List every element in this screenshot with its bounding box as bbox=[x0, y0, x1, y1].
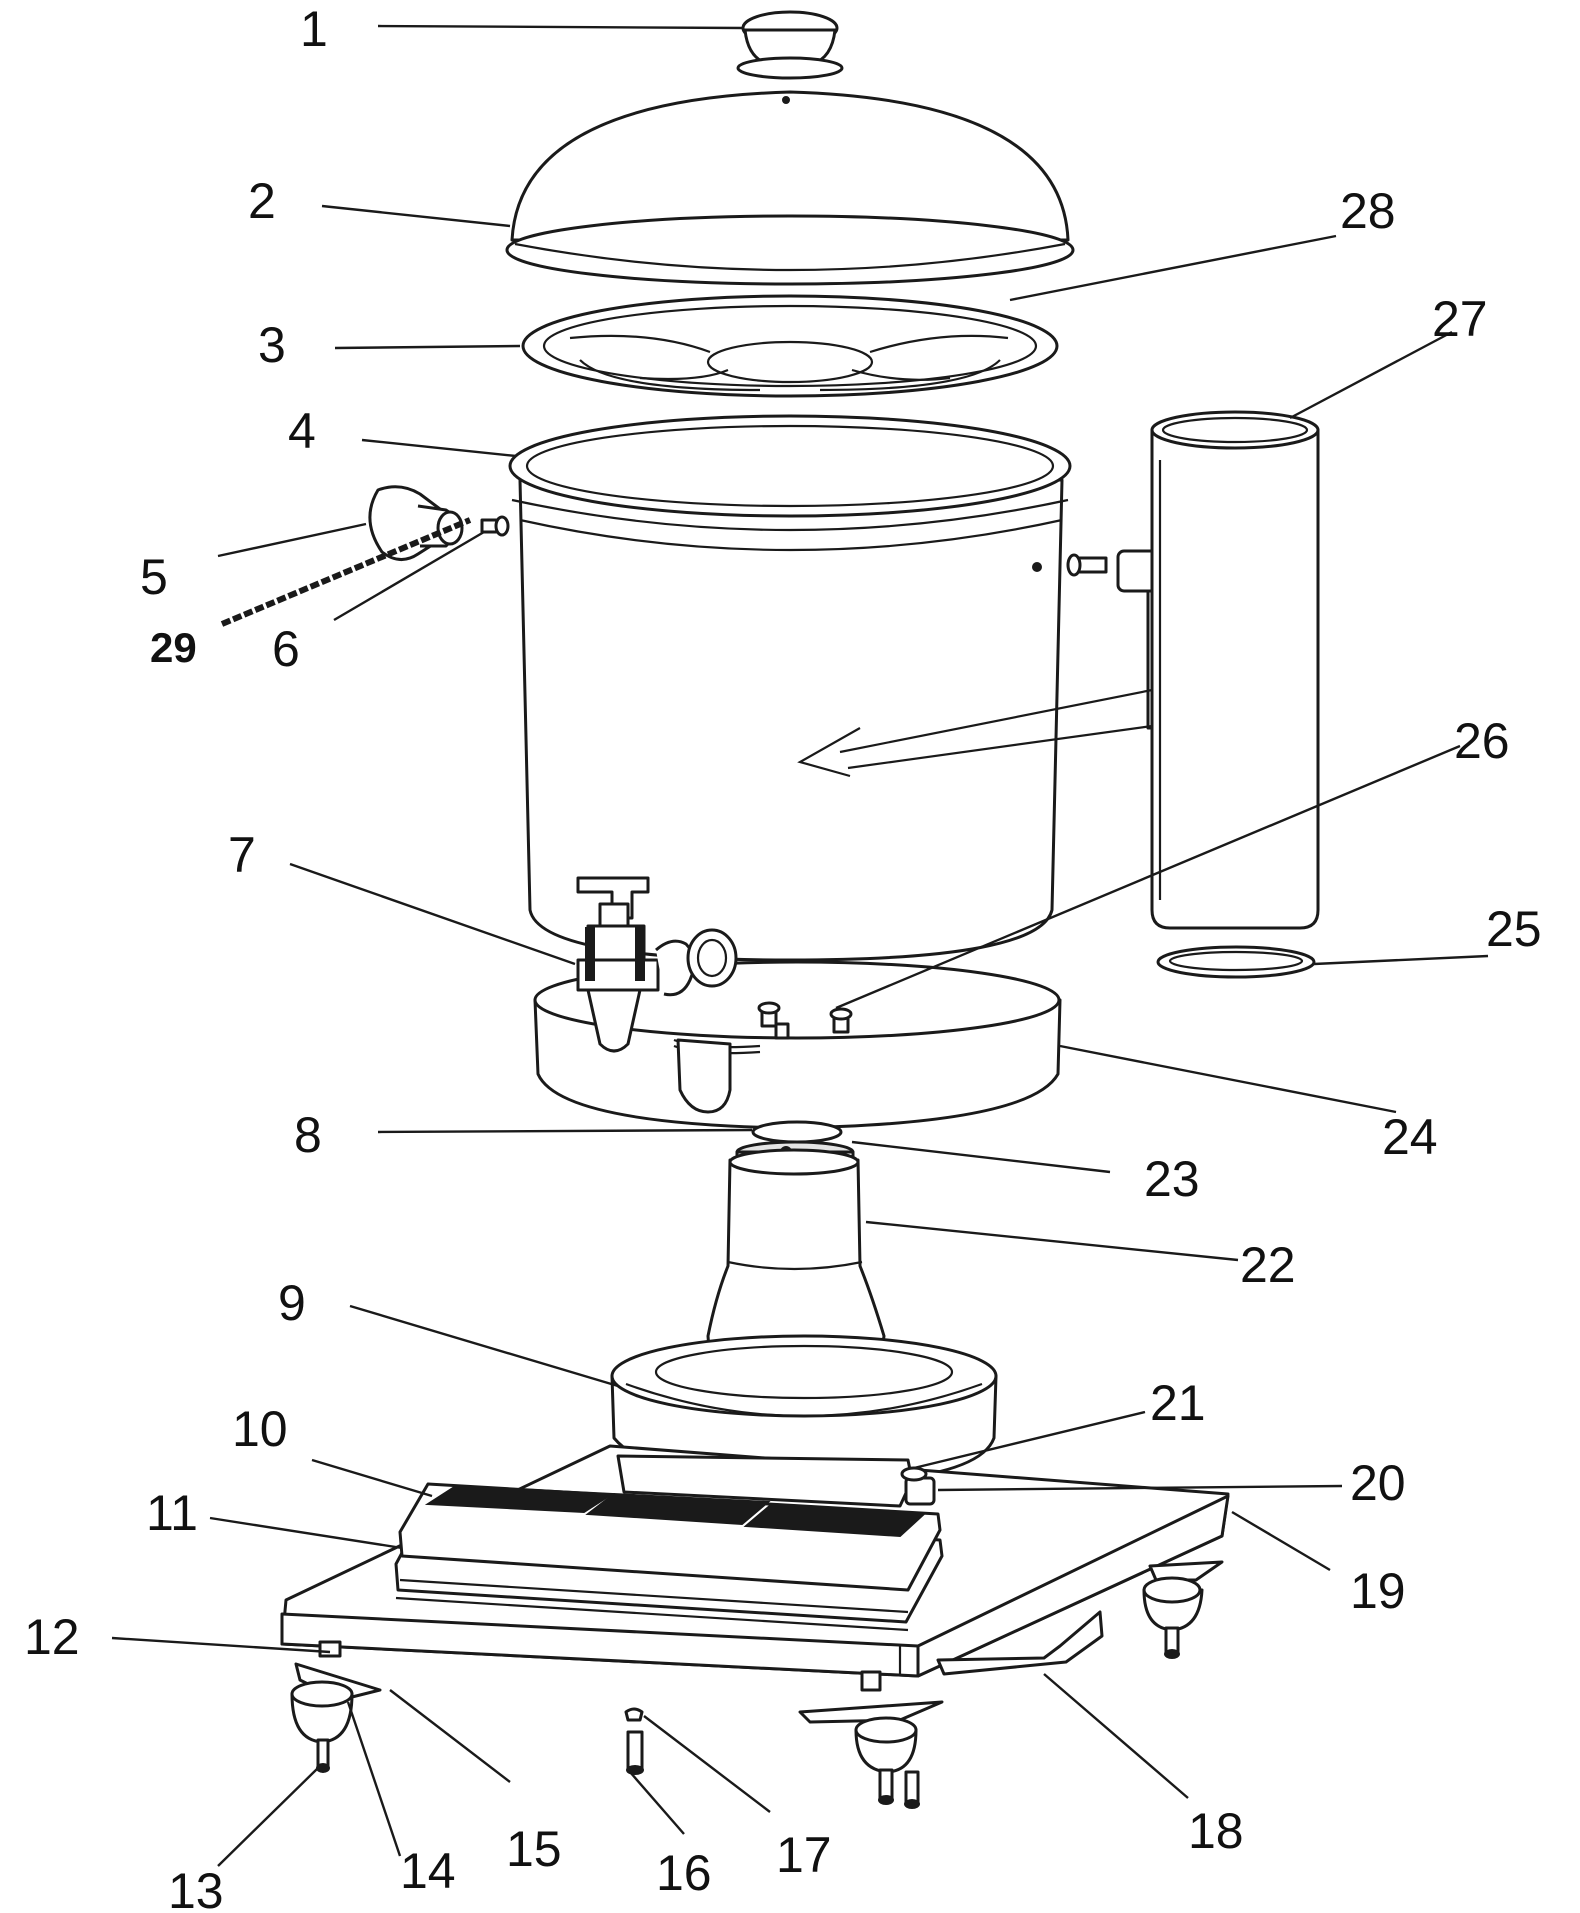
label-10: 10 bbox=[232, 1401, 288, 1457]
label-18: 18 bbox=[1188, 1803, 1244, 1859]
label-20: 20 bbox=[1350, 1455, 1406, 1511]
gauge-ring bbox=[1156, 945, 1316, 979]
label-19: 19 bbox=[1350, 1563, 1406, 1619]
label-23: 23 bbox=[1144, 1151, 1200, 1207]
foot-front-left bbox=[290, 1640, 382, 1773]
label-26: 26 bbox=[1454, 713, 1510, 769]
leader-lines bbox=[111, 24, 1489, 1867]
heater-wire bbox=[220, 517, 472, 627]
label-1: 1 bbox=[300, 1, 328, 57]
label-12: 12 bbox=[24, 1609, 80, 1665]
label-5: 5 bbox=[140, 549, 168, 605]
label-6: 6 bbox=[272, 621, 300, 677]
side-screw bbox=[480, 515, 510, 537]
lid-knob bbox=[736, 10, 844, 80]
label-14: 14 bbox=[400, 1843, 456, 1899]
bracket bbox=[936, 1610, 1104, 1676]
label-11: 11 bbox=[146, 1485, 198, 1541]
label-16: 16 bbox=[656, 1845, 712, 1901]
label-4: 4 bbox=[288, 403, 316, 459]
gauge-tube bbox=[1116, 410, 1320, 930]
foot-back-right bbox=[1142, 1560, 1224, 1659]
label-28: 28 bbox=[1340, 183, 1396, 239]
label-24: 24 bbox=[1382, 1109, 1438, 1165]
label-2: 2 bbox=[248, 173, 276, 229]
label-15: 15 bbox=[506, 1821, 562, 1877]
foot-center bbox=[624, 1707, 644, 1775]
label-27: 27 bbox=[1432, 291, 1488, 347]
heating-panel bbox=[394, 1482, 944, 1632]
urn-body bbox=[508, 414, 1153, 962]
dome-lid bbox=[505, 90, 1075, 286]
label-3: 3 bbox=[258, 317, 286, 373]
side-knob bbox=[368, 485, 464, 561]
foot-front-right bbox=[798, 1670, 944, 1809]
label-13: 13 bbox=[168, 1863, 224, 1913]
label-8: 8 bbox=[294, 1107, 322, 1163]
label-17: 17 bbox=[776, 1827, 832, 1883]
label-9: 9 bbox=[278, 1275, 306, 1331]
faucet bbox=[576, 876, 738, 1053]
label-7: 7 bbox=[228, 827, 256, 883]
label-25: 25 bbox=[1486, 901, 1542, 957]
label-22: 22 bbox=[1240, 1237, 1296, 1293]
label-29: 29 bbox=[150, 624, 197, 671]
label-21: 21 bbox=[1150, 1375, 1206, 1431]
strainer-tray bbox=[521, 294, 1059, 398]
mount-block bbox=[616, 1454, 936, 1508]
callout-labels: 1 2 3 4 5 6 7 8 9 10 11 12 13 14 15 16 1… bbox=[24, 1, 1542, 1913]
